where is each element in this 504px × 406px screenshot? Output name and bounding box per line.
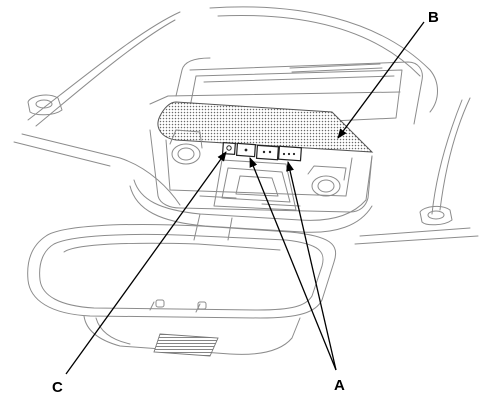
lens-strip: [157, 101, 374, 153]
switch-middle: [255, 144, 280, 161]
callout-label-a: A: [334, 377, 345, 394]
console-lower-panel: [149, 129, 373, 213]
switch-cluster: [221, 141, 303, 162]
leader-a-1: [249, 157, 337, 371]
callout-label-b: B: [428, 9, 439, 26]
leader-a-2: [286, 161, 337, 371]
leader-lines: [65, 21, 425, 375]
callout-label-c: C: [52, 379, 63, 396]
switch-c: [221, 141, 236, 156]
console-housing: [129, 57, 423, 233]
visor-clip-left: [27, 94, 63, 116]
visor-clip-right: [419, 205, 453, 226]
rear-view-mirror: [27, 213, 336, 357]
leader-b: [337, 21, 425, 139]
leader-c: [65, 151, 227, 375]
headliner: [13, 6, 479, 245]
